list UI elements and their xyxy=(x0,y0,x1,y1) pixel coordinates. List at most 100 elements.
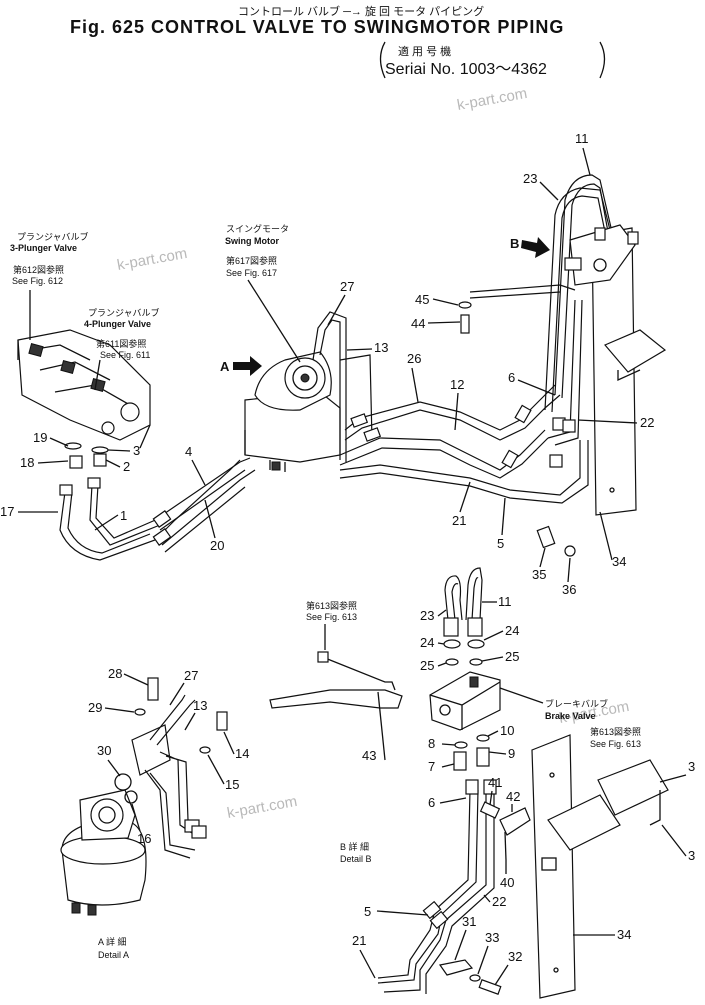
svg-text:20: 20 xyxy=(210,538,224,553)
svg-text:24: 24 xyxy=(420,635,434,650)
plunger4-ref: See Fig. 611 xyxy=(100,350,150,360)
svg-text:22: 22 xyxy=(640,415,654,430)
svg-text:34: 34 xyxy=(617,927,631,942)
serial-japanese: 適 用 号 機 xyxy=(398,44,451,58)
svg-text:17: 17 xyxy=(0,504,14,519)
svg-text:7: 7 xyxy=(428,759,435,774)
brake-valve-label: Brake Valve xyxy=(545,711,596,721)
svg-text:18: 18 xyxy=(20,455,34,470)
svg-text:25: 25 xyxy=(420,658,434,673)
detail-b-drawing xyxy=(269,567,669,999)
svg-text:6: 6 xyxy=(428,795,435,810)
svg-text:15: 15 xyxy=(225,777,239,792)
svg-text:19: 19 xyxy=(33,430,47,445)
svg-text:29: 29 xyxy=(88,700,102,715)
callouts-top: 11 23 45 44 27 13 26 12 6 22 19 3 18 2 4… xyxy=(0,131,654,597)
svg-text:16: 16 xyxy=(137,831,151,846)
svg-text:30: 30 xyxy=(97,743,111,758)
plunger3-ref-jp: 第612図参照 xyxy=(13,264,64,275)
swing-motor-label: Swing Motor xyxy=(225,236,279,246)
svg-text:21: 21 xyxy=(352,933,366,948)
svg-text:5: 5 xyxy=(364,904,371,919)
plunger4-ref-jp: 第611図参照 xyxy=(96,338,146,349)
svg-text:6: 6 xyxy=(508,370,515,385)
serial-range: Seriai No. 1003～4362 xyxy=(385,61,547,78)
svg-text:11: 11 xyxy=(498,594,512,609)
svg-text:27: 27 xyxy=(184,668,198,683)
swing-motor xyxy=(244,351,341,472)
plunger3-label-jp: プランジャバルブ xyxy=(17,231,89,242)
bracket-plate-top xyxy=(564,224,667,516)
arrow-b xyxy=(521,237,550,258)
svg-text:23: 23 xyxy=(420,608,434,623)
svg-text:41: 41 xyxy=(488,775,502,790)
watermark: k-part.com xyxy=(226,793,299,822)
svg-text:23: 23 xyxy=(523,171,537,186)
swing-motor-label-jp: スイングモータ xyxy=(226,223,289,234)
swing-motor-ref-jp: 第617図参照 xyxy=(226,255,277,266)
callouts-detail-b: 23 11 24 24 25 25 10 43 8 9 7 41 42 6 40… xyxy=(352,594,695,986)
fig613b-ref: See Fig. 613 xyxy=(590,739,641,749)
fig613b-ref-jp: 第613図参照 xyxy=(590,726,641,737)
svg-text:45: 45 xyxy=(415,292,429,307)
plunger4-label-jp: プランジャバルブ xyxy=(88,307,160,318)
svg-text:5: 5 xyxy=(497,536,504,551)
svg-text:33: 33 xyxy=(485,930,499,945)
svg-text:31: 31 xyxy=(462,914,476,929)
svg-text:26: 26 xyxy=(407,351,421,366)
detail-a-label: Detail A xyxy=(98,950,129,960)
svg-text:13: 13 xyxy=(374,340,388,355)
svg-text:43: 43 xyxy=(362,748,376,763)
svg-text:8: 8 xyxy=(428,736,435,751)
arrow-a xyxy=(233,356,262,376)
svg-text:27: 27 xyxy=(340,279,354,294)
serial-paren-right xyxy=(599,41,606,79)
svg-text:14: 14 xyxy=(235,746,249,761)
figure-title: Fig. 625 CONTROL VALVE TO SWINGMOTOR PIP… xyxy=(70,17,564,37)
svg-text:12: 12 xyxy=(450,377,464,392)
callouts-detail-a: 28 27 29 13 14 30 15 16 xyxy=(88,666,249,846)
svg-text:2: 2 xyxy=(123,459,130,474)
detail-a-label-jp: A 詳 細 xyxy=(98,936,127,947)
svg-text:36: 36 xyxy=(562,582,576,597)
svg-text:22: 22 xyxy=(492,894,506,909)
fig613-ref: See Fig. 613 xyxy=(306,612,357,622)
fig613-ref-jp: 第613図参照 xyxy=(306,600,357,611)
detail-b-label-jp: B 詳 細 xyxy=(340,841,369,852)
svg-text:42: 42 xyxy=(506,789,520,804)
svg-text:44: 44 xyxy=(411,316,425,331)
detail-b-label: Detail B xyxy=(340,854,372,864)
plunger-valve-assembly xyxy=(17,329,151,449)
svg-text:40: 40 xyxy=(500,875,514,890)
watermark: k-part.com xyxy=(456,85,529,114)
serial-paren-left xyxy=(379,41,386,79)
svg-text:3: 3 xyxy=(133,443,140,458)
svg-text:3: 3 xyxy=(688,759,695,774)
svg-text:21: 21 xyxy=(452,513,466,528)
svg-text:28: 28 xyxy=(108,666,122,681)
svg-text:10: 10 xyxy=(500,723,514,738)
svg-text:25: 25 xyxy=(505,649,519,664)
svg-text:13: 13 xyxy=(193,698,207,713)
svg-text:4: 4 xyxy=(185,444,192,459)
svg-text:35: 35 xyxy=(532,567,546,582)
svg-text:24: 24 xyxy=(505,623,519,638)
arrow-b-label: B xyxy=(510,236,519,251)
brake-valve-label-jp: ブレーキバルブ xyxy=(545,698,608,709)
svg-text:3: 3 xyxy=(688,848,695,863)
swing-motor-ref: See Fig. 617 xyxy=(226,268,277,278)
plunger4-label: 4-Plunger Valve xyxy=(84,319,151,329)
watermark: k-part.com xyxy=(116,245,189,274)
svg-text:1: 1 xyxy=(120,508,127,523)
svg-text:11: 11 xyxy=(575,131,589,146)
svg-text:32: 32 xyxy=(508,949,522,964)
svg-text:9: 9 xyxy=(508,746,515,761)
pipe-routing-top xyxy=(59,174,613,561)
plunger3-label: 3-Plunger Valve xyxy=(10,243,77,253)
svg-text:34: 34 xyxy=(612,554,626,569)
title-japanese: コントロール バルブ ─→ 旋 回 モータ パイピング xyxy=(238,4,484,18)
arrow-a-label: A xyxy=(220,359,230,374)
plunger3-ref: See Fig. 612 xyxy=(12,276,63,286)
detail-a-drawing xyxy=(60,677,228,916)
